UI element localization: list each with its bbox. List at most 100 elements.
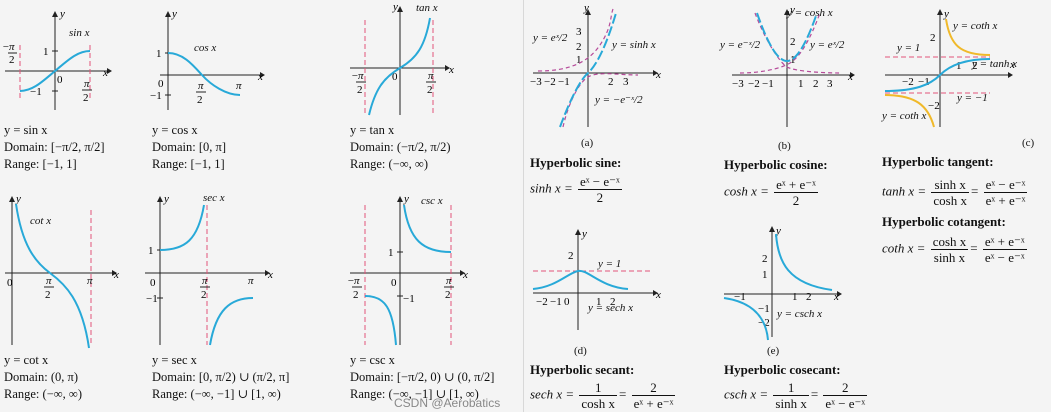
svg-text:2: 2 xyxy=(813,78,819,90)
svg-text:x: x xyxy=(1009,59,1015,71)
cos-range: Range: [−1, 1] xyxy=(152,157,225,171)
svg-text:y: y xyxy=(163,193,169,205)
svg-text:3: 3 xyxy=(623,76,629,88)
svg-text:y: y xyxy=(171,8,177,20)
tan-caption: y = tan x Domain: (−π/2, π/2) Range: (−∞… xyxy=(350,122,451,173)
svg-text:2: 2 xyxy=(45,289,51,301)
sec-equation: y = sec x xyxy=(152,353,197,367)
svg-text:2: 2 xyxy=(790,36,796,48)
svg-text:π: π xyxy=(428,70,434,82)
svg-text:3: 3 xyxy=(827,78,833,90)
svg-text:π: π xyxy=(248,275,254,287)
csch-curve-label: y = csch x xyxy=(777,308,822,320)
panel-label-c: (c) xyxy=(1022,137,1035,149)
svg-text:2: 2 xyxy=(576,41,582,53)
svg-text:x: x xyxy=(655,69,661,81)
svg-text:−1: −1 xyxy=(30,86,42,98)
svg-text:2: 2 xyxy=(806,291,812,303)
sin-range: Range: [−1, 1] xyxy=(4,157,77,171)
cosh-lhs: cosh x = xyxy=(724,183,769,199)
tan-range: Range: (−∞, ∞) xyxy=(350,157,428,171)
svg-text:π: π xyxy=(84,78,90,90)
svg-text:−2: −2 xyxy=(928,100,940,112)
svg-text:−: − xyxy=(2,41,9,53)
svg-text:−3: −3 xyxy=(530,76,542,88)
sinh-den: 2 xyxy=(596,190,604,205)
cosh-heading: Hyperbolic cosine: xyxy=(724,157,828,172)
svg-text:π: π xyxy=(354,275,360,287)
sec-function-label: sec x xyxy=(203,192,225,204)
coth-den2: eˣ − e⁻ˣ xyxy=(984,250,1025,265)
coth-den1: sinh x xyxy=(933,250,966,265)
tanh-asym-neg: y = −1 xyxy=(957,92,988,104)
svg-text:−2: −2 xyxy=(544,76,556,88)
svg-text:−1: −1 xyxy=(762,78,774,90)
sec-caption: y = sec x Domain: [0, π/2) ∪ (π/2, π] Ra… xyxy=(152,352,289,403)
cos-caption: y = cos x Domain: [0, π] Range: [−1, 1] xyxy=(152,122,226,173)
svg-text:−3: −3 xyxy=(732,78,744,90)
svg-text:2: 2 xyxy=(83,92,89,104)
svg-text:2: 2 xyxy=(610,296,616,308)
sec-graph: yx 1−10 π2 π xyxy=(145,193,273,346)
cos-function-label: cos x xyxy=(194,42,217,54)
panel-label-b: (b) xyxy=(778,140,791,152)
tanh-den1: cosh x xyxy=(933,193,967,208)
coth-num2: eˣ + e⁻ˣ xyxy=(982,234,1027,250)
svg-text:−: − xyxy=(351,70,358,82)
cosh-left-label: y = e⁻ˣ/2 xyxy=(720,39,761,51)
cosh-den: 2 xyxy=(792,193,800,208)
sin-caption: y = sin x Domain: [−π/2, π/2] Range: [−1… xyxy=(4,122,105,173)
svg-text:−2: −2 xyxy=(748,78,760,90)
svg-text:2: 2 xyxy=(608,76,614,88)
svg-text:−1: −1 xyxy=(918,76,930,88)
csch-den1: sinh x xyxy=(775,396,807,411)
svg-text:1: 1 xyxy=(790,54,796,66)
svg-text:−1: −1 xyxy=(550,296,562,308)
cos-graph: yx 1−10 π2 π xyxy=(150,8,265,110)
sec-domain: Domain: [0, π/2) ∪ (π/2, π] xyxy=(152,370,290,384)
svg-text:−1: −1 xyxy=(758,303,770,315)
sech-curve-label: y = sech x xyxy=(588,302,633,314)
sin-equation: y = sin x xyxy=(4,123,48,137)
sinh-heading: Hyperbolic sine: xyxy=(530,155,622,170)
svg-text:π: π xyxy=(446,275,452,287)
svg-text:0: 0 xyxy=(57,74,63,86)
svg-text:−1: −1 xyxy=(558,76,570,88)
svg-text:y: y xyxy=(59,8,65,20)
svg-text:x: x xyxy=(257,71,263,83)
svg-text:−1: −1 xyxy=(734,291,746,303)
coth-label-bottom: y = coth x xyxy=(882,110,927,122)
svg-text:1: 1 xyxy=(762,269,768,281)
csc-equation: y = csc x xyxy=(350,353,395,367)
svg-text:2: 2 xyxy=(427,84,433,96)
svg-text:y: y xyxy=(403,193,409,205)
svg-text:0: 0 xyxy=(391,277,397,289)
svg-text:π: π xyxy=(9,41,15,53)
tan-domain: Domain: (−π/2, π/2) xyxy=(350,140,451,154)
svg-text:1: 1 xyxy=(576,54,582,66)
sech-den1: cosh x xyxy=(581,396,615,411)
csch-lhs: csch x = xyxy=(724,386,769,402)
svg-text:2: 2 xyxy=(972,60,978,72)
svg-text:2: 2 xyxy=(353,289,359,301)
svg-text:−1: −1 xyxy=(146,293,158,305)
svg-text:2: 2 xyxy=(762,253,768,265)
svg-text:y: y xyxy=(775,225,781,237)
cosh-num: eˣ + e⁻ˣ xyxy=(774,177,818,193)
cot-function-label: cot x xyxy=(30,215,52,227)
svg-text:π: π xyxy=(46,275,52,287)
section-divider xyxy=(523,0,524,412)
svg-text:1: 1 xyxy=(792,291,798,303)
cot-caption: y = cot x Domain: (0, π) Range: (−∞, ∞) xyxy=(4,352,82,403)
svg-text:2: 2 xyxy=(930,32,936,44)
svg-text:1: 1 xyxy=(956,60,962,72)
sec-range: Range: (−∞, −1] ∪ [1, ∞) xyxy=(152,387,281,401)
coth-lhs: coth x = xyxy=(882,240,926,256)
tanh-lhs: tanh x = xyxy=(882,183,927,199)
